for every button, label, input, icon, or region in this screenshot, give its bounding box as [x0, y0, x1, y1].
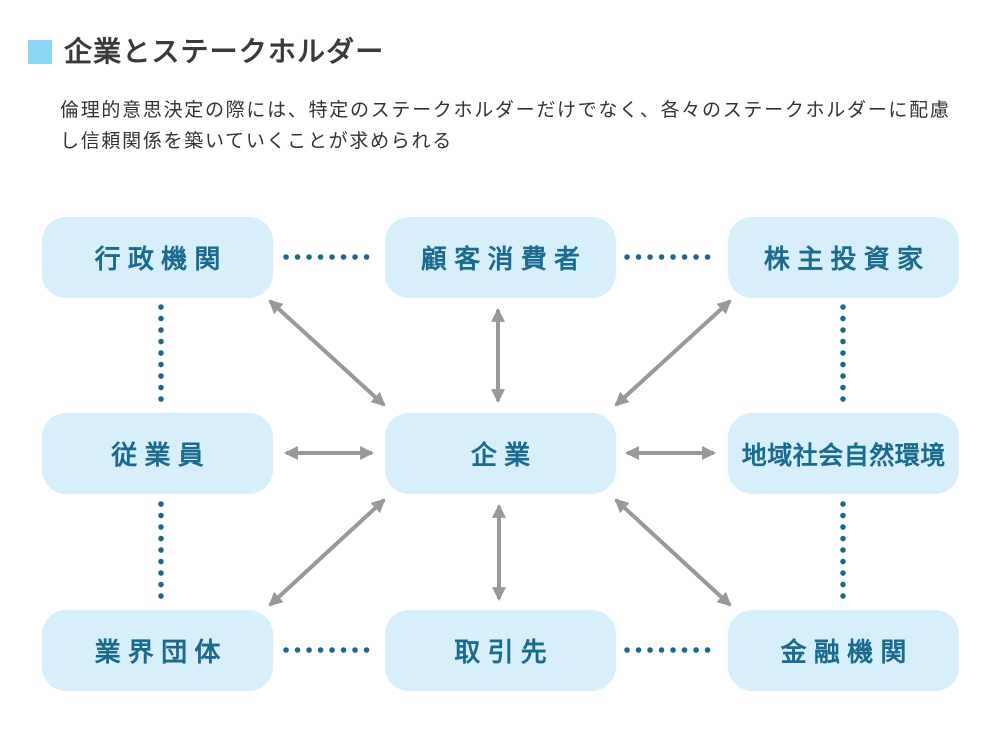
node-label: 業界団体 [94, 637, 228, 667]
title-bullet-square [28, 40, 52, 64]
node-label: 行政機関 [94, 244, 228, 274]
node-label: 取引先 [454, 637, 555, 667]
arrow-company-shareholders [614, 299, 732, 407]
node-community-environment: 地域社会自然環境 [728, 413, 959, 494]
node-business-partners: 取引先 [385, 610, 616, 691]
arrow-company-government [268, 299, 386, 407]
node-industry-associations: 業界団体 [42, 610, 273, 691]
description-text: 倫理的意思決定の際には、特定のステークホルダーだけでなく、各々のステークホルダー… [60, 100, 951, 153]
node-shareholders-investors: 株主投資家 [728, 217, 959, 298]
node-label: 企業 [470, 440, 538, 470]
page-title: 企業とステークホルダー [64, 36, 385, 67]
node-customers-consumers: 顧客消費者 [385, 217, 616, 298]
node-label: 地域社会自然環境 [741, 441, 946, 470]
node-employees: 従業員 [42, 413, 273, 494]
arrow-company-financial [614, 498, 732, 607]
arrow-company-industry [268, 498, 386, 607]
node-government-agencies: 行政機関 [42, 217, 273, 298]
node-label: 金融機関 [780, 637, 914, 667]
section-header: 企業とステークホルダー [28, 38, 384, 66]
node-label: 顧客消費者 [420, 244, 588, 274]
node-company: 企業 [385, 413, 616, 494]
node-financial-institutions: 金融機関 [728, 610, 959, 691]
node-label: 株主投資家 [763, 244, 931, 274]
node-label: 従業員 [111, 440, 212, 470]
